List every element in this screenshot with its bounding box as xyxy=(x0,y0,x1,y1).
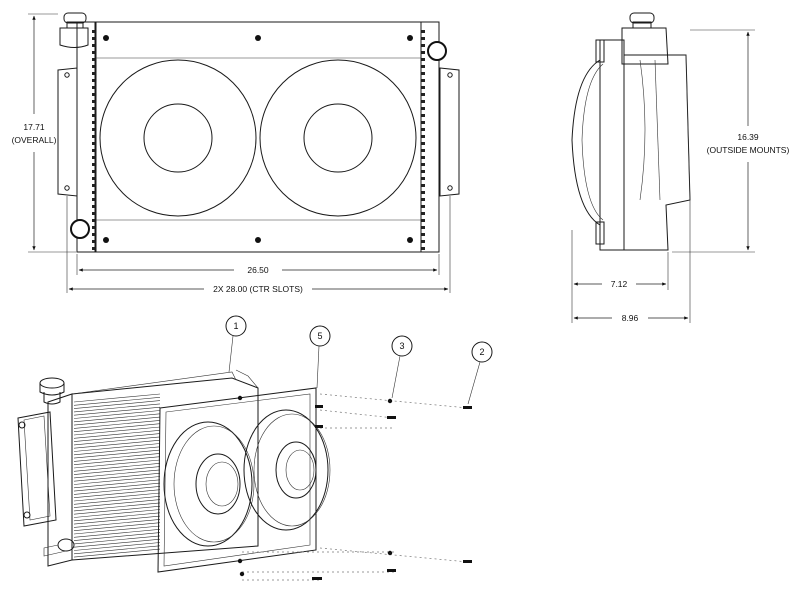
overall-height-note: (OVERALL) xyxy=(12,135,57,145)
right-fan-hub xyxy=(303,103,373,173)
iso-left-bracket xyxy=(17,411,57,527)
iso-core-fins xyxy=(73,393,161,558)
upper-outlet-fitting xyxy=(427,41,447,61)
lower-inlet-fitting xyxy=(70,219,90,239)
iso-left-tank xyxy=(47,393,73,567)
callout-3: 5 xyxy=(309,325,331,389)
front-view: 17.71 (OVERALL) 26.50 2X 28.00 (CTR SLOT… xyxy=(12,12,460,294)
left-fan-ring xyxy=(99,59,257,217)
side-shroud xyxy=(571,59,601,226)
right-mount-bracket xyxy=(439,67,460,197)
shroud-bolts xyxy=(103,35,413,243)
right-fan-ring xyxy=(259,59,417,217)
overall-height-value: 17.71 xyxy=(23,122,45,132)
iso-filler-cap xyxy=(39,377,65,405)
svg-text:3: 3 xyxy=(399,341,404,351)
callout-5: 3 xyxy=(391,335,413,399)
callout-2: 2 xyxy=(467,341,493,405)
side-tank xyxy=(623,54,691,251)
svg-text:2: 2 xyxy=(479,347,484,357)
fan-shroud xyxy=(95,21,422,253)
depth-core-value: 7.12 xyxy=(611,279,628,289)
svg-text:5: 5 xyxy=(317,331,322,341)
fastener-lines xyxy=(242,393,469,581)
iso-left-fan xyxy=(163,421,255,547)
iso-shroud-plate xyxy=(157,387,317,573)
mount-height-value: 16.39 xyxy=(737,132,759,142)
side-core xyxy=(599,39,625,251)
filler-cap xyxy=(59,12,89,48)
callout-1: 1 xyxy=(225,315,247,373)
depth-overall-value: 8.96 xyxy=(622,313,639,323)
width-slots-value: 2X 28.00 (CTR SLOTS) xyxy=(213,284,303,294)
fasteners xyxy=(237,395,472,580)
side-view: 16.39 (OUTSIDE MOUNTS) 7.12 8.96 xyxy=(571,12,790,323)
iso-right-fan xyxy=(243,409,331,531)
core-slot-marks xyxy=(92,30,425,250)
width-inner-value: 26.50 xyxy=(247,265,269,275)
left-mount-bracket xyxy=(57,67,78,197)
side-filler-cap xyxy=(629,12,655,24)
mount-height-note: (OUTSIDE MOUNTS) xyxy=(707,145,790,155)
left-fan-hub xyxy=(143,103,213,173)
exploded-view: 1 5 3 2 xyxy=(17,315,493,581)
svg-text:1: 1 xyxy=(233,321,238,331)
